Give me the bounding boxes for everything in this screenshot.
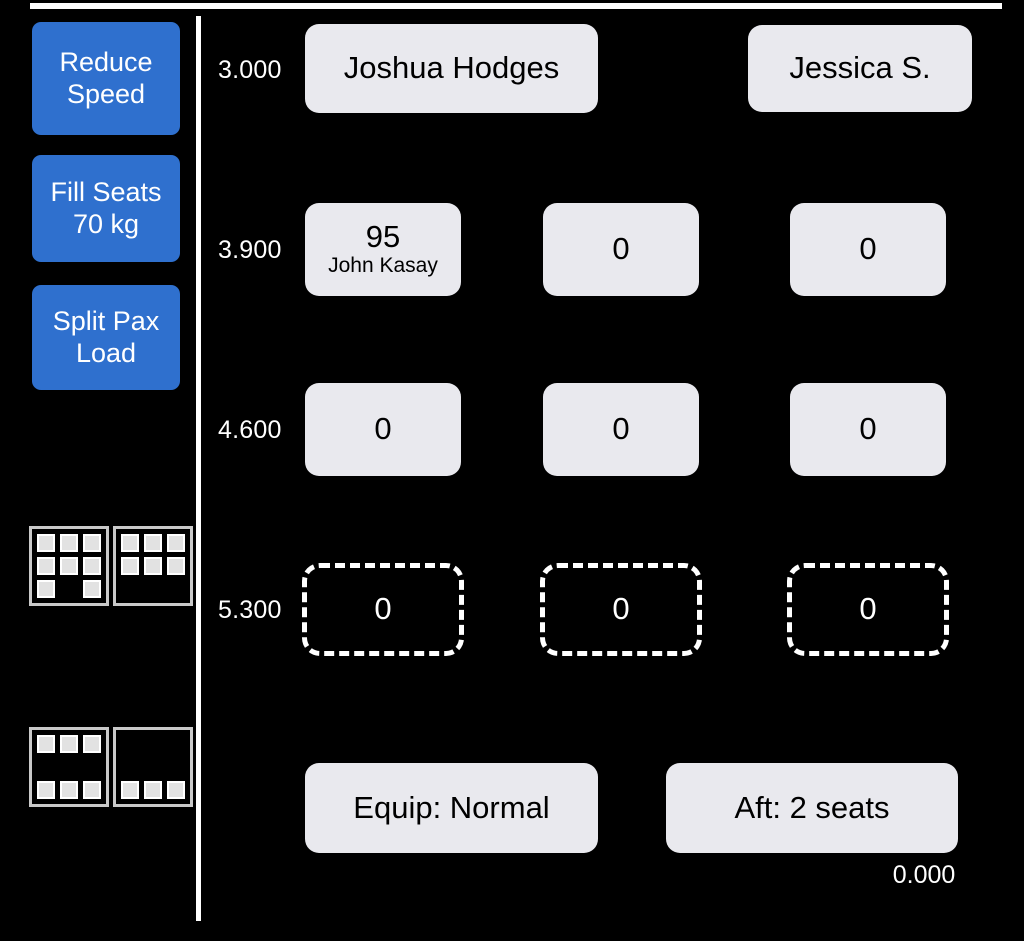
- seat-cell-6: [83, 758, 101, 776]
- seat-cell-6: [83, 557, 101, 575]
- aft-seats-button-label: Aft: 2 seats: [734, 789, 890, 825]
- seat-cell-1: [37, 735, 55, 753]
- cell-3900-col1-sub: John Kasay: [328, 254, 438, 278]
- cell-3900-col3-value: 0: [859, 231, 877, 267]
- seat-cell-9: [83, 781, 101, 799]
- seat-cell-6: [167, 758, 185, 776]
- top-divider-rule: [30, 3, 1002, 9]
- cell-5300-col2-value: 0: [612, 591, 630, 627]
- seat-cell-4: [121, 557, 139, 575]
- seat-cell-3: [83, 735, 101, 753]
- split-pax-line2: Load: [75, 337, 137, 368]
- row-label-3000: 3.000: [218, 56, 282, 84]
- row-label-3900: 3.900: [218, 236, 282, 264]
- cell-4600-col1[interactable]: 0: [305, 383, 461, 476]
- seat-cell-3: [167, 735, 185, 753]
- cell-5300-col3[interactable]: 0: [787, 563, 949, 656]
- aft-weight-value: 0.000: [892, 861, 956, 889]
- seat-diagram-icon-4[interactable]: [113, 727, 193, 807]
- seat-diagram-icon-3[interactable]: [29, 727, 109, 807]
- seat-cell-8: [144, 580, 162, 598]
- seat-cell-7: [121, 781, 139, 799]
- seat-cell-5: [60, 758, 78, 776]
- seat-cell-1: [37, 534, 55, 552]
- seat-cell-9: [83, 580, 101, 598]
- seat-cell-8: [60, 781, 78, 799]
- seat-cell-8: [144, 781, 162, 799]
- seat-cell-7: [37, 580, 55, 598]
- seat-grid: 3.000 3.900 4.600 5.300 Joshua Hodges Je…: [198, 0, 1024, 941]
- reduce-speed-line2: Speed: [66, 78, 146, 109]
- seat-layout-group-upper: [29, 526, 193, 606]
- seat-cell-1: [121, 735, 139, 753]
- seat-cell-2: [60, 534, 78, 552]
- seat-layout-group-lower: [29, 727, 193, 807]
- sidebar-vertical-divider: [196, 16, 201, 921]
- cell-3900-col2-value: 0: [612, 231, 630, 267]
- seat-cell-7: [121, 580, 139, 598]
- seat-cell-4: [37, 758, 55, 776]
- cell-4600-col1-value: 0: [374, 411, 392, 447]
- sidebar: Reduce Speed Fill Seats 70 kg Split Pax …: [0, 0, 198, 941]
- split-pax-load-button[interactable]: Split Pax Load: [32, 285, 180, 390]
- cell-5300-col1-value: 0: [374, 591, 392, 627]
- seat-cell-4: [121, 758, 139, 776]
- seat-cell-7: [37, 781, 55, 799]
- seat-cell-9: [167, 580, 185, 598]
- fill-seats-line1: Fill Seats: [50, 177, 162, 208]
- seat-cell-1: [121, 534, 139, 552]
- seat-cell-3: [167, 534, 185, 552]
- seat-diagram-icon-2[interactable]: [113, 526, 193, 606]
- cell-4600-col2-value: 0: [612, 411, 630, 447]
- seat-diagram-icon-1[interactable]: [29, 526, 109, 606]
- seat-cell-9: [167, 781, 185, 799]
- cell-3000-col3[interactable]: Jessica S.: [748, 25, 972, 112]
- seat-cell-2: [60, 735, 78, 753]
- seat-cell-5: [144, 557, 162, 575]
- cell-5300-col2[interactable]: 0: [540, 563, 702, 656]
- aft-seats-button[interactable]: Aft: 2 seats: [666, 763, 958, 853]
- equip-button[interactable]: Equip: Normal: [305, 763, 598, 853]
- seat-cell-4: [37, 557, 55, 575]
- seat-cell-5: [60, 557, 78, 575]
- cell-5300-col1[interactable]: 0: [302, 563, 464, 656]
- split-pax-line1: Split Pax: [52, 306, 160, 337]
- seat-cell-2: [144, 534, 162, 552]
- seat-cell-3: [83, 534, 101, 552]
- seat-cell-5: [144, 758, 162, 776]
- cell-3900-col2[interactable]: 0: [543, 203, 699, 296]
- seat-cell-2: [144, 735, 162, 753]
- cell-5300-col3-value: 0: [859, 591, 877, 627]
- row-label-5300: 5.300: [218, 596, 282, 624]
- seat-cell-8: [60, 580, 78, 598]
- cell-3000-col3-value: Jessica S.: [789, 50, 931, 86]
- seat-cell-6: [167, 557, 185, 575]
- equip-button-label: Equip: Normal: [353, 789, 550, 825]
- fill-seats-line2: 70 kg: [72, 208, 140, 239]
- reduce-speed-button[interactable]: Reduce Speed: [32, 22, 180, 135]
- cell-4600-col2[interactable]: 0: [543, 383, 699, 476]
- row-label-4600: 4.600: [218, 416, 282, 444]
- fill-seats-button[interactable]: Fill Seats 70 kg: [32, 155, 180, 262]
- cell-3000-col1-value: Joshua Hodges: [343, 50, 560, 86]
- cell-3900-col1[interactable]: 95 John Kasay: [305, 203, 461, 296]
- reduce-speed-line1: Reduce: [59, 47, 153, 78]
- cell-3000-col1[interactable]: Joshua Hodges: [305, 24, 598, 113]
- cell-4600-col3[interactable]: 0: [790, 383, 946, 476]
- cell-3900-col3[interactable]: 0: [790, 203, 946, 296]
- cell-3900-col1-value: 95: [365, 218, 401, 254]
- cell-4600-col3-value: 0: [859, 411, 877, 447]
